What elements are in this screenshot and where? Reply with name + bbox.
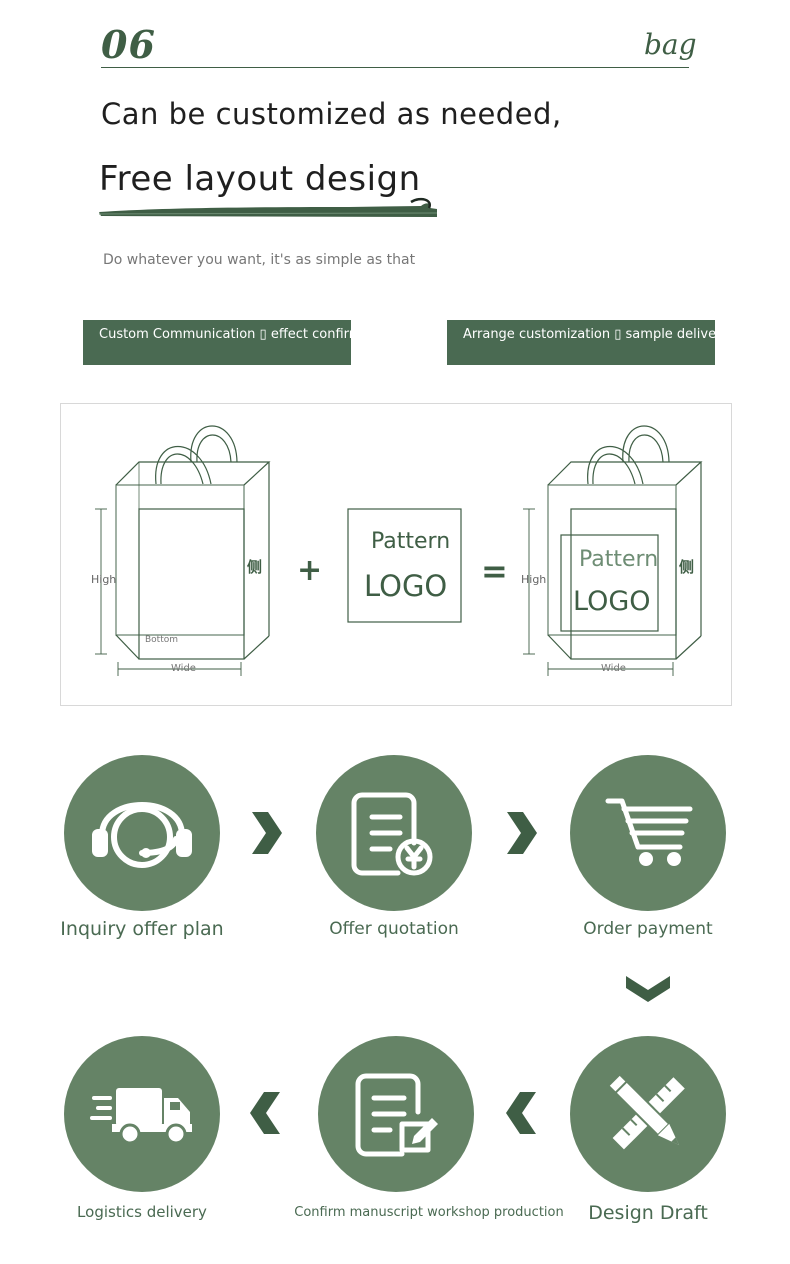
right-side-label: 侧 bbox=[679, 558, 694, 576]
equals-sign: = bbox=[481, 552, 508, 590]
left-bottom-label: Bottom bbox=[145, 635, 178, 645]
left-bag-outline bbox=[95, 425, 271, 676]
header-divider bbox=[101, 67, 689, 68]
caption-design: Design Draft bbox=[588, 1202, 708, 1224]
caption-production: Confirm manuscript workshop production bbox=[294, 1205, 564, 1220]
right-bag-outline bbox=[523, 425, 703, 676]
diagram-canvas: High Bottom Wide 侧 + Pattern LOGO = High… bbox=[91, 425, 703, 676]
subline: Do whatever you want, it's as simple as … bbox=[103, 252, 416, 268]
caption-logistics: Logistics delivery bbox=[77, 1203, 207, 1221]
chevron-left-icon bbox=[506, 1092, 536, 1134]
section-number: 06 bbox=[101, 22, 156, 67]
logo-text: LOGO bbox=[364, 569, 447, 603]
step-pill-communication: Custom Communication ▯ effect confirma bbox=[83, 320, 351, 365]
headline-line-1: Can be customized as needed, bbox=[101, 97, 562, 131]
caption-payment: Order payment bbox=[583, 919, 713, 939]
brush-underline bbox=[99, 197, 437, 217]
step-pill-arrange: Arrange customization ▯ sample delivery bbox=[447, 320, 715, 365]
pencil-ruler-icon bbox=[606, 1072, 685, 1150]
circle-quotation bbox=[316, 755, 472, 911]
pattern-text: Pattern bbox=[371, 529, 450, 554]
headline-line-2: Free layout design bbox=[99, 159, 421, 199]
truck-icon bbox=[90, 1088, 192, 1145]
left-high-label: High bbox=[91, 573, 116, 586]
caption-quotation: Offer quotation bbox=[329, 919, 459, 939]
right-pattern-text: Pattern bbox=[579, 547, 658, 572]
left-wide-label: Wide bbox=[171, 663, 196, 674]
chevron-down-icon bbox=[626, 976, 670, 1002]
circle-production bbox=[318, 1036, 474, 1192]
caption-inquiry: Inquiry offer plan bbox=[60, 918, 224, 940]
circle-logistics bbox=[64, 1036, 220, 1192]
headset-icon bbox=[92, 802, 192, 868]
chevron-right-icon bbox=[507, 812, 537, 854]
bag-customization-diagram: High Bottom Wide 侧 + Pattern LOGO = High… bbox=[60, 403, 732, 706]
circle-design bbox=[570, 1036, 726, 1192]
document-edit-icon bbox=[355, 1073, 438, 1157]
plus-sign: + bbox=[297, 553, 322, 588]
right-high-label: High bbox=[521, 573, 546, 586]
pattern-box bbox=[347, 508, 462, 623]
right-wide-label: Wide bbox=[601, 663, 626, 674]
circle-inquiry bbox=[64, 755, 220, 911]
chevron-left-icon bbox=[250, 1092, 280, 1134]
chevron-right-icon bbox=[252, 812, 282, 854]
circle-payment bbox=[570, 755, 726, 911]
cart-icon bbox=[605, 798, 693, 866]
right-logo-text: LOGO bbox=[573, 586, 651, 617]
section-tag: bag bbox=[644, 28, 697, 61]
document-yen-icon bbox=[351, 792, 433, 876]
left-side-label: 侧 bbox=[247, 558, 262, 576]
